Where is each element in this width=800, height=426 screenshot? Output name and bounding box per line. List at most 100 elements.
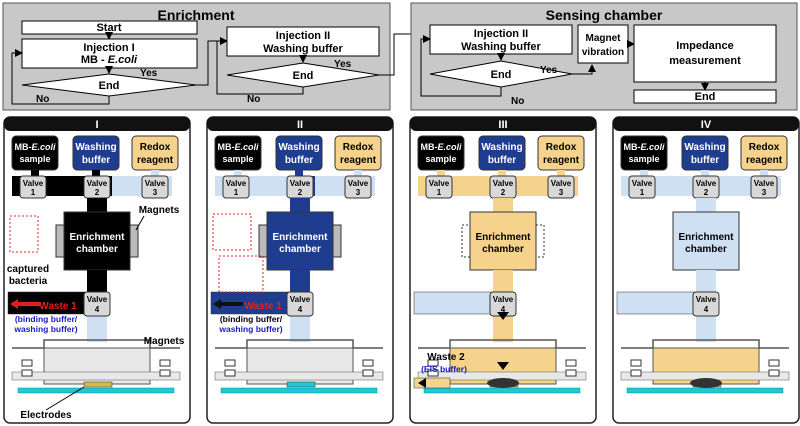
sensing-yes-label: Yes — [540, 65, 558, 76]
bottom-magnet — [362, 359, 374, 367]
valve-4 — [83, 291, 111, 317]
washing-label-line2: buffer — [82, 155, 110, 166]
bottom-magnet — [630, 359, 642, 367]
chamber-label-line2: chamber — [279, 244, 321, 255]
panel-numeral: IV — [701, 119, 712, 131]
valve-4 — [286, 291, 314, 317]
panel-1: IMB-E.colisampleWashingbufferRedoxreagen… — [3, 116, 191, 424]
magnets-label: Magnets — [139, 205, 180, 216]
valve-label: Valve — [23, 179, 44, 188]
waste2-arrow — [418, 378, 426, 388]
valve-label: Valve — [696, 179, 717, 188]
bottom-magnet — [768, 369, 780, 377]
enrichment-chamber — [63, 211, 131, 271]
bottom-magnet — [224, 369, 236, 377]
sample-label-line1: MB-E.coli — [217, 142, 259, 152]
injection2-line1: Injection II — [276, 30, 330, 42]
washing-label-line2: buffer — [691, 155, 719, 166]
flow-arrow — [497, 362, 509, 370]
injection1-line2: MB - E.coli — [81, 54, 138, 66]
sensing-no-label: No — [511, 96, 524, 107]
valve-number: 1 — [437, 188, 442, 197]
waste1-label: Waste 1 — [39, 301, 77, 312]
sample-label-line1: MB-E.coli — [420, 142, 462, 152]
valve-3 — [547, 175, 575, 199]
chamber-label-line2: chamber — [685, 244, 727, 255]
redox-label-line1: Redox — [749, 142, 780, 153]
bacteria-zoom — [212, 213, 252, 251]
valve-label: Valve — [696, 295, 717, 304]
electrode — [83, 381, 113, 388]
end1-diamond: End — [99, 80, 120, 92]
sensing-end-diamond: End — [491, 69, 512, 81]
injection1-line1: Injection I — [83, 42, 134, 54]
washing-buffer-label: washing buffer) — [13, 324, 77, 334]
panel-4: IVMB-E.colisampleWashingbufferRedoxreage… — [612, 116, 800, 424]
bottom-magnet — [427, 369, 439, 377]
waste1-label: Waste 1 — [244, 301, 282, 312]
sample-label-line2: sample — [222, 154, 253, 164]
valve-number: 4 — [501, 305, 506, 314]
yes2-label: Yes — [334, 59, 352, 70]
valve-number: 4 — [704, 305, 709, 314]
bottom-magnet — [362, 369, 374, 377]
washing-label-line1: Washing — [75, 142, 116, 153]
bottom-magnet — [159, 359, 171, 367]
enrichment-chamber — [266, 211, 334, 271]
magnet-vibration-line2: vibration — [582, 47, 624, 58]
electrode-plate — [423, 387, 581, 394]
valve-1 — [425, 175, 453, 199]
eis-buffer-label: (EIS buffer) — [421, 364, 467, 374]
valve-number: 2 — [501, 188, 506, 197]
sample-label-line2: sample — [19, 154, 50, 164]
redox-label-line2: reagent — [137, 155, 174, 166]
valve-number: 3 — [762, 188, 767, 197]
valve-label: Valve — [348, 179, 369, 188]
valve-number: 1 — [31, 188, 36, 197]
washing-label-line1: Washing — [481, 142, 522, 153]
bead-cluster — [487, 378, 519, 388]
redox-label-line2: reagent — [746, 155, 783, 166]
electrodes-label: Electrodes — [20, 410, 72, 421]
washing-buffer-label: washing buffer) — [218, 324, 282, 334]
valve-label: Valve — [290, 295, 311, 304]
magnet-right — [535, 224, 545, 258]
valve-label: Valve — [87, 179, 108, 188]
redox-label-line2: reagent — [340, 155, 377, 166]
bottom-magnet — [427, 359, 439, 367]
impedance-line2: measurement — [669, 55, 741, 67]
impedance-line1: Impedance — [676, 40, 733, 52]
sensing-title: Sensing chamber — [546, 7, 663, 23]
bottom-magnet — [21, 369, 33, 377]
chamber-label-line2: chamber — [76, 244, 118, 255]
valve-number: 2 — [298, 188, 303, 197]
binding-buffer-label: (binding buffer/ — [15, 314, 78, 324]
no1-label: No — [36, 94, 49, 105]
magnet-right — [129, 224, 139, 258]
valve-label: Valve — [429, 179, 450, 188]
valve-3 — [344, 175, 372, 199]
valve-number: 3 — [153, 188, 158, 197]
valve-label: Valve — [226, 179, 247, 188]
valve-number: 4 — [298, 305, 303, 314]
sample-label-line1: MB-E.coli — [623, 142, 665, 152]
valve-number: 1 — [234, 188, 239, 197]
end2-diamond: End — [293, 70, 314, 82]
panel-2: IIMB-E.colisampleWashingbufferRedoxreage… — [206, 116, 394, 424]
redox-label-line1: Redox — [546, 142, 577, 153]
valve-label: Valve — [632, 179, 653, 188]
washing-label-line2: buffer — [285, 155, 313, 166]
panel-numeral: II — [297, 119, 303, 131]
magnet-right — [332, 224, 342, 258]
valve-number: 4 — [95, 305, 100, 314]
valve-label: Valve — [493, 179, 514, 188]
valve-number: 3 — [559, 188, 564, 197]
valve-3 — [141, 175, 169, 199]
panel-numeral: III — [498, 119, 507, 131]
final-end-box: End — [695, 91, 716, 103]
valve-number: 2 — [95, 188, 100, 197]
electrode-plate — [17, 387, 175, 394]
bottom-magnet — [565, 359, 577, 367]
bottom-magnet — [565, 369, 577, 377]
chamber-label-line1: Enrichment — [678, 232, 734, 243]
